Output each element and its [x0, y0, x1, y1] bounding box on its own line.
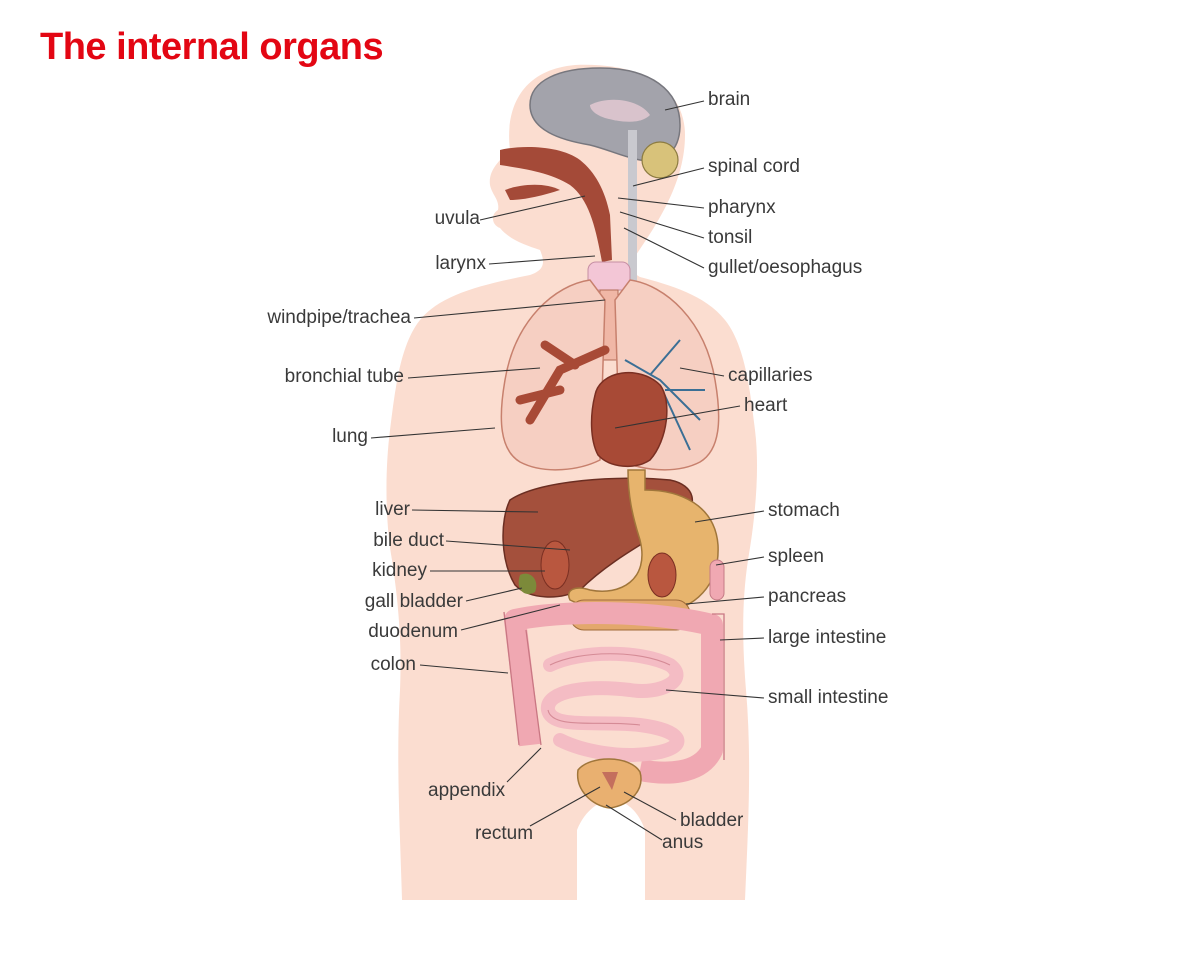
- kidney-shape: [540, 540, 570, 590]
- spinal-cord-shape: [628, 130, 637, 310]
- label-windpipe: windpipe/trachea: [267, 307, 411, 328]
- label-spinal-cord: spinal cord: [708, 156, 800, 177]
- diagram-title: The internal organs: [40, 26, 384, 68]
- tongue-palate-shape: [500, 147, 612, 262]
- label-kidney: kidney: [372, 560, 427, 581]
- heart-shape: [590, 371, 668, 467]
- cerebellum-shape: [641, 141, 679, 179]
- spleen-shape: [709, 559, 725, 601]
- label-heart: heart: [744, 395, 788, 416]
- label-appendix: appendix: [428, 780, 506, 801]
- label-rectum: rectum: [475, 823, 534, 844]
- bronchial-tree: [515, 340, 610, 425]
- label-brain: brain: [708, 89, 751, 110]
- label-large-intestine: large intestine: [768, 627, 887, 648]
- label-bladder: bladder: [680, 810, 744, 831]
- label-liver: liver: [375, 499, 410, 520]
- label-spleen: spleen: [768, 546, 824, 567]
- gall-bladder-shape: [518, 573, 537, 595]
- label-colon: colon: [370, 654, 416, 675]
- label-capillaries: capillaries: [728, 365, 813, 386]
- label-pancreas: pancreas: [768, 586, 847, 607]
- label-tonsil: tonsil: [708, 227, 753, 248]
- label-lung: lung: [332, 426, 368, 447]
- label-larynx: larynx: [435, 253, 486, 274]
- large-intestine-shape: [504, 602, 723, 784]
- label-small-intestine: small intestine: [768, 687, 889, 708]
- label-anus: anus: [662, 832, 704, 853]
- label-bile-duct: bile duct: [373, 530, 444, 551]
- label-stomach: stomach: [768, 500, 840, 521]
- label-pharynx: pharynx: [708, 197, 776, 218]
- label-bronchial-tube: bronchial tube: [284, 366, 404, 387]
- label-gullet: gullet/oesophagus: [708, 257, 863, 278]
- label-gall-bladder: gall bladder: [364, 591, 463, 612]
- label-duodenum: duodenum: [368, 621, 458, 642]
- label-uvula: uvula: [434, 208, 480, 229]
- leader-lines: [370, 100, 765, 841]
